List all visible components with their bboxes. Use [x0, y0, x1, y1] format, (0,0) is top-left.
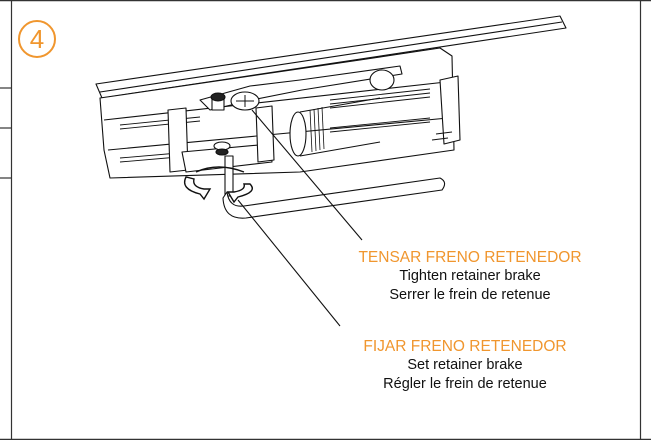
step-number-badge: 4 [18, 20, 56, 58]
callout-spanish-label: FIJAR FRENO RETENEDOR [363, 338, 567, 355]
callout-french-label: Serrer le frein de retenue [389, 287, 551, 303]
callout-french-label: Régler le frein de retenue [383, 376, 547, 392]
callout-spanish-label: TENSAR FRENO RETENEDOR [358, 249, 582, 266]
callout-english-label: Set retainer brake [407, 357, 523, 373]
callout-set-brake: FIJAR FRENO RETENEDOR Set retainer brake… [320, 337, 610, 394]
callout-tighten-brake: TENSAR FRENO RETENEDOR Tighten retainer … [322, 248, 618, 305]
leader-lines [237, 109, 363, 327]
headrail-drawing [95, 15, 567, 219]
rotation-arrows-icon [183, 166, 253, 204]
callout-english-label: Tighten retainer brake [399, 268, 541, 284]
